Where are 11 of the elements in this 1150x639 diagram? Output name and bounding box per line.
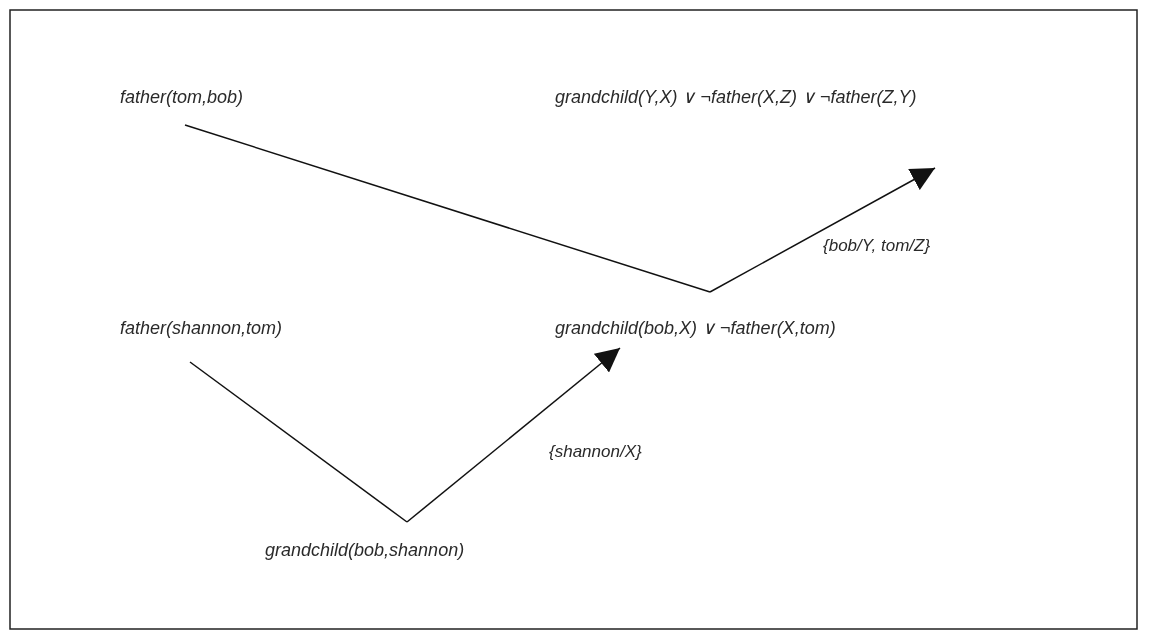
arrow <box>709 167 936 293</box>
clause-text: grandchild(bob,shannon) <box>265 539 465 561</box>
clause-text: father(tom,bob) <box>120 86 244 108</box>
connector-line <box>189 361 408 523</box>
clause-text: grandchild(Y,X) ∨ ¬father(X,Z) ∨ ¬father(Z,Y) <box>555 86 917 108</box>
edge-label: {bob/Y, tom/Z} <box>822 236 932 256</box>
arrow <box>406 347 621 523</box>
connector-line <box>184 124 711 293</box>
clause-text: grandchild(bob,X) ∨ ¬father(X,tom) <box>555 317 836 339</box>
edge-label: {shannon/X} <box>548 442 643 462</box>
clause-text: father(shannon,tom) <box>120 317 283 339</box>
